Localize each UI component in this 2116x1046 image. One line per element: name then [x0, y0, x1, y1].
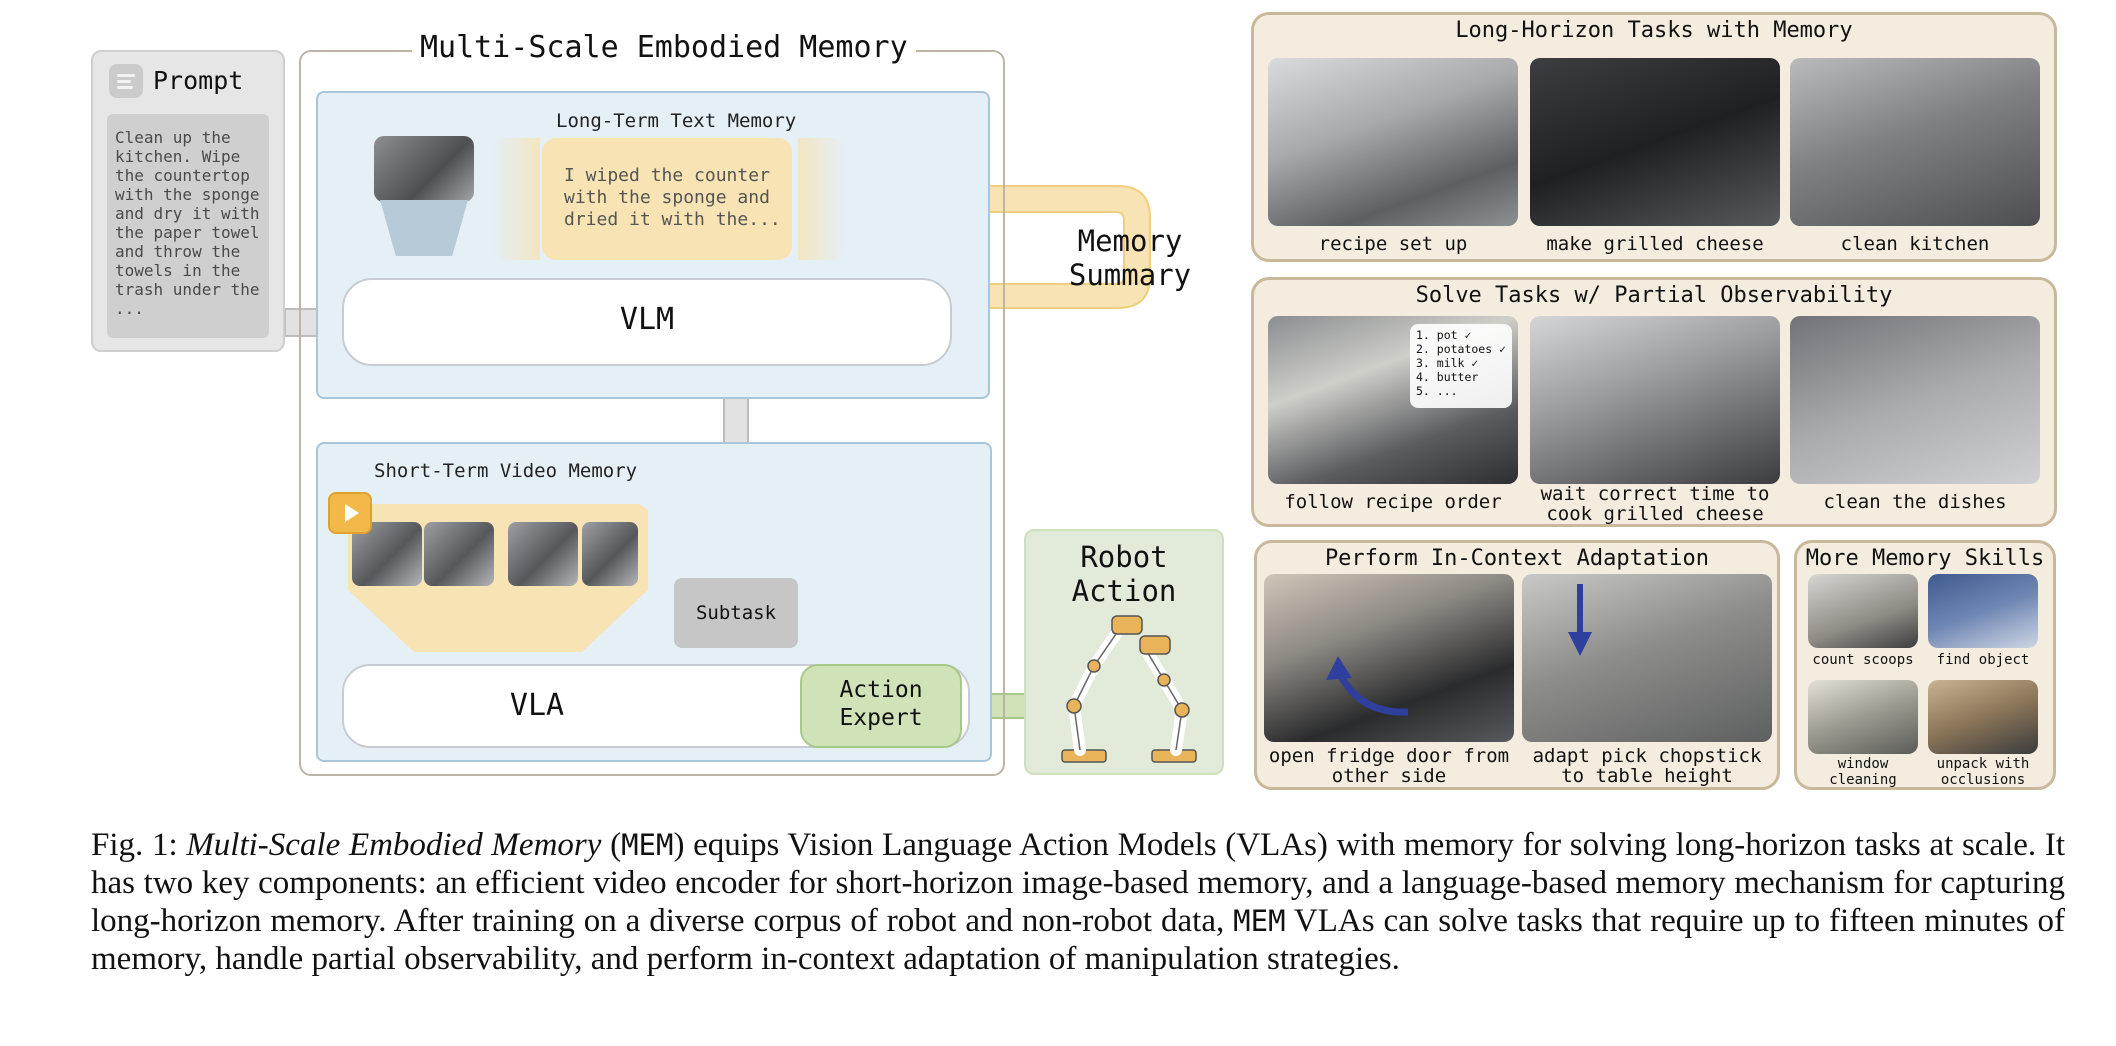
curved-arrow-icon [1326, 656, 1409, 716]
caption-title: Multi-Scale Embodied Memory [186, 827, 602, 863]
partial-observability-title: Solve Tasks w/ Partial Observability [1415, 283, 1893, 308]
robot-action-label: Robot Action [1071, 540, 1177, 608]
action-expert-box [800, 664, 962, 748]
vlm-label: VLM [619, 302, 675, 337]
caption-window-cleaning: window cleaning [1829, 756, 1897, 788]
robot-arms-icon [1061, 615, 1197, 763]
long-term-text-card [542, 138, 792, 260]
photo-wait-grilled-cheese [1530, 316, 1780, 484]
caption-clean-the-dishes: clean the dishes [1823, 491, 2007, 513]
photo-count-scoops [1808, 574, 1918, 648]
memory-fade-left [492, 138, 540, 260]
caption-unpack-occlusions: unpack with occlusions [1936, 756, 2030, 788]
caption-follow-recipe-order: follow recipe order [1284, 491, 1502, 513]
vlm-box [342, 278, 952, 366]
photo-clean-kitchen [1790, 58, 2040, 226]
video-frame-3 [508, 522, 578, 586]
document-icon [109, 64, 143, 98]
photo-unpack-occlusions [1928, 680, 2038, 754]
down-arrow-icon [1568, 584, 1592, 656]
caption-count-scoops: count scoops [1812, 652, 1914, 668]
photo-make-grilled-cheese [1530, 58, 1780, 226]
vla-label: VLA [509, 688, 565, 723]
in-context-title: Perform In-Context Adaptation [1324, 546, 1710, 571]
caption-open-fridge-door: open fridge door from other side [1268, 745, 1510, 787]
long-horizon-title: Long-Horizon Tasks with Memory [1455, 18, 1853, 43]
long-term-memory-title: Long-Term Text Memory [556, 110, 797, 132]
prompt-panel: Prompt Clean up the kitchen. Wipe the co… [91, 50, 285, 352]
caption-fig-label: Fig. 1: [91, 827, 187, 863]
memory-fade-right [798, 138, 846, 260]
video-frame-2 [424, 522, 494, 586]
memory-frame-title: Multi-Scale Embodied Memory [412, 30, 916, 65]
action-expert-label: Action Expert [839, 677, 923, 731]
short-term-memory-title: Short-Term Video Memory [374, 460, 638, 482]
video-frame-4 [582, 522, 638, 586]
caption-make-grilled-cheese: make grilled cheese [1546, 233, 1764, 255]
photo-find-object [1928, 574, 2038, 648]
caption-find-object: find object [1936, 652, 2030, 668]
photo-window-cleaning [1808, 680, 1918, 754]
play-icon [328, 492, 372, 534]
more-skills-title: More Memory Skills [1805, 546, 2045, 571]
caption-wait-grilled-cheese: wait correct time to cook grilled cheese [1540, 483, 1770, 525]
caption-adapt-pick-chopstick: adapt pick chopstick to table height [1532, 745, 1762, 787]
photo-clean-the-dishes [1790, 316, 2040, 484]
long-term-text: I wiped the counter with the sponge and … [564, 165, 781, 230]
recipe-checklist: 1. pot ✓ 2. potatoes ✓ 3. milk ✓ 4. butt… [1410, 324, 1512, 408]
photo-adapt-pick-chopstick [1522, 574, 1772, 742]
caption-mem-2: MEM [1233, 904, 1286, 938]
figure-caption: Fig. 1: Multi-Scale Embodied Memory (MEM… [91, 827, 2065, 977]
robot-thumbnail-image [374, 136, 474, 202]
prompt-title: Prompt [153, 66, 244, 95]
caption-mem-1: MEM [621, 828, 674, 862]
caption-body-1: equips Vision Language Action Models (VL… [91, 827, 2065, 939]
subtask-label: Subtask [695, 602, 777, 624]
photo-recipe-set-up [1268, 58, 1518, 226]
subtask-box [674, 578, 798, 648]
robot-action-box [1024, 529, 1224, 775]
memory-summary-label: Memory Summary [1068, 224, 1192, 292]
caption-body-2: VLAs can solve tasks that require up to … [91, 903, 2065, 977]
caption-clean-kitchen: clean kitchen [1840, 233, 1990, 255]
caption-recipe-set-up: recipe set up [1318, 233, 1468, 255]
thumbnail-funnel [380, 200, 468, 256]
prompt-text: Clean up the kitchen. Wipe the counterto… [107, 114, 269, 338]
